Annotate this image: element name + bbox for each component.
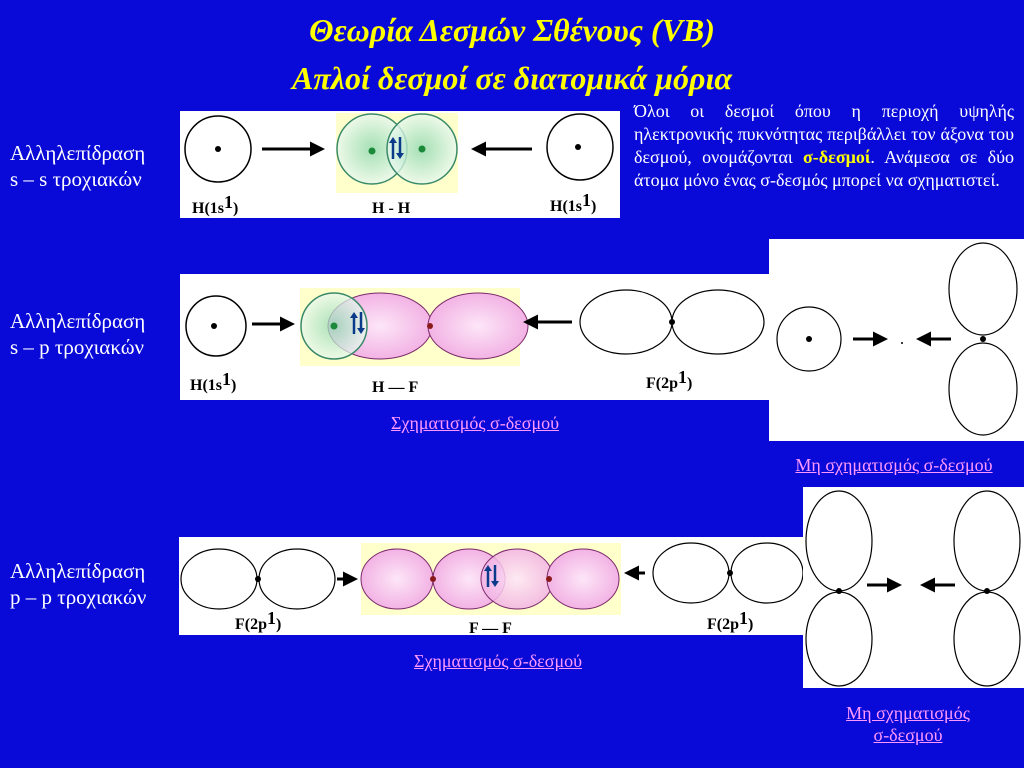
h-nucleus xyxy=(806,336,812,342)
caption-pp-no-formation-line1[interactable]: Μη σχηματισμός xyxy=(846,703,970,723)
label-right-h: H(1s1) xyxy=(550,190,596,215)
label-left-f: F(2p1) xyxy=(235,608,281,633)
left-h-s-orbital xyxy=(184,115,252,183)
right-f-nucleus xyxy=(727,570,733,576)
left-f-p-lobe-b xyxy=(258,548,336,610)
left-f-p-lower-lobe xyxy=(805,591,873,687)
f-nucleus xyxy=(980,336,986,342)
sigma-bond-description: Όλοι οι δεσμοί όπου η περιοχή υψηλής ηλε… xyxy=(634,100,1014,192)
right-h-nucleus xyxy=(575,144,581,150)
midpoint-dot xyxy=(901,342,903,344)
row-label-ss: Αλληλεπίδραση s – s τροχιακών xyxy=(10,140,145,192)
label-right-f: F(2p1) xyxy=(707,608,753,633)
right-f-nucleus xyxy=(984,588,990,594)
left-h-nucleus xyxy=(215,146,221,152)
slide-title-line1: Θεωρία Δεσμών Σθένους (VB) xyxy=(309,12,715,48)
electron-pair-icon xyxy=(484,565,499,587)
f-p-lobe-1 xyxy=(360,548,434,610)
label-f-f: F — F xyxy=(469,620,512,635)
right-f-p-upper-lobe xyxy=(953,490,1021,592)
right-h-s-orbital xyxy=(546,113,614,181)
diagram-p-p-no-overlap xyxy=(803,487,1024,688)
label-left-h: H(1s1) xyxy=(190,369,236,394)
row-label-sp: Αλληλεπίδραση s – p τροχιακών xyxy=(10,308,145,360)
description-part1: Όλοι οι δεσμοί όπου η περιοχή υψηλής ηλε… xyxy=(634,101,1014,167)
left-h-nucleus xyxy=(211,323,217,329)
caption-sp-no-formation[interactable]: Μη σχηματισμός σ-δεσμού xyxy=(795,455,993,475)
row-label-pp-line1: Αλληλεπίδραση xyxy=(10,559,146,583)
f-nucleus-a xyxy=(430,576,436,582)
label-left-h: H(1s1) xyxy=(192,192,238,217)
slide-title-line2: Απλοί δεσμοί σε διατομικά μόρια xyxy=(291,60,733,96)
f-p-orbital-left-lobe xyxy=(579,289,673,355)
right-f-p-lower-lobe xyxy=(953,591,1021,687)
caption-sp-formation[interactable]: Σχηματισμός σ-δεσμού xyxy=(390,413,560,433)
left-f-nucleus xyxy=(836,588,842,594)
description-bold-term: σ-δεσμοί xyxy=(803,147,871,167)
f-nucleus-b xyxy=(546,576,552,582)
nucleus-b xyxy=(418,145,426,153)
row-label-ss-line1: Αλληλεπίδραση xyxy=(10,141,146,165)
h-s-orbital xyxy=(776,306,842,372)
caption-pp-no-formation-line2[interactable]: σ-δεσμού xyxy=(873,725,943,745)
label-right-f: F(2p1) xyxy=(646,367,692,392)
electron-pair-icon xyxy=(389,137,404,159)
f-p-lobe-3 xyxy=(480,548,554,610)
diagram-s-p-no-overlap xyxy=(769,239,1024,441)
row-label-pp: Αλληλεπίδραση p – p τροχιακών xyxy=(10,558,146,610)
description-part2: . Ανάμεσα σε δύο άτομα μόνο ένας σ-δεσμό… xyxy=(634,147,1014,190)
nucleus-a xyxy=(368,147,376,155)
f-nucleus-free xyxy=(669,319,675,325)
diagram-s-s-overlap: H(1s1) H - H H(1s1) xyxy=(180,111,620,218)
left-f-p-lobe-a xyxy=(180,548,258,610)
f-nucleus xyxy=(427,323,433,329)
row-label-pp-line2: p – p τροχιακών xyxy=(10,585,147,609)
row-label-sp-line1: Αλληλεπίδραση xyxy=(10,309,146,333)
f-p-orbital-upper-lobe xyxy=(948,242,1018,336)
right-f-p-lobe-a xyxy=(652,542,730,604)
h-nucleus xyxy=(330,322,338,330)
f-p-lobe-4 xyxy=(546,548,620,610)
right-f-p-lobe-b xyxy=(730,542,804,604)
caption-pp-formation[interactable]: Σχηματισμός σ-δεσμού xyxy=(413,651,583,671)
f-p-orbital-lower-lobe xyxy=(948,342,1018,436)
diagram-s-p-overlap: H(1s1) H — F F(2p1) xyxy=(180,274,770,400)
row-label-ss-line2: s – s τροχιακών xyxy=(10,167,142,191)
diagram-p-p-overlap: F(2p1) F — F F(2p1) xyxy=(179,537,805,635)
left-h-s-orbital xyxy=(185,295,247,357)
caption-pp-no-formation[interactable]: Μη σχηματισμός σ-δεσμού xyxy=(808,702,1008,746)
f-p-lobe-right xyxy=(427,292,529,360)
left-f-nucleus xyxy=(255,576,261,582)
label-h-f: H — F xyxy=(372,379,418,396)
electron-pair-icon xyxy=(350,312,365,334)
left-f-p-upper-lobe xyxy=(805,490,873,592)
f-p-orbital-right-lobe xyxy=(671,289,765,355)
label-h-h: H - H xyxy=(372,200,411,217)
row-label-sp-line2: s – p τροχιακών xyxy=(10,335,145,359)
